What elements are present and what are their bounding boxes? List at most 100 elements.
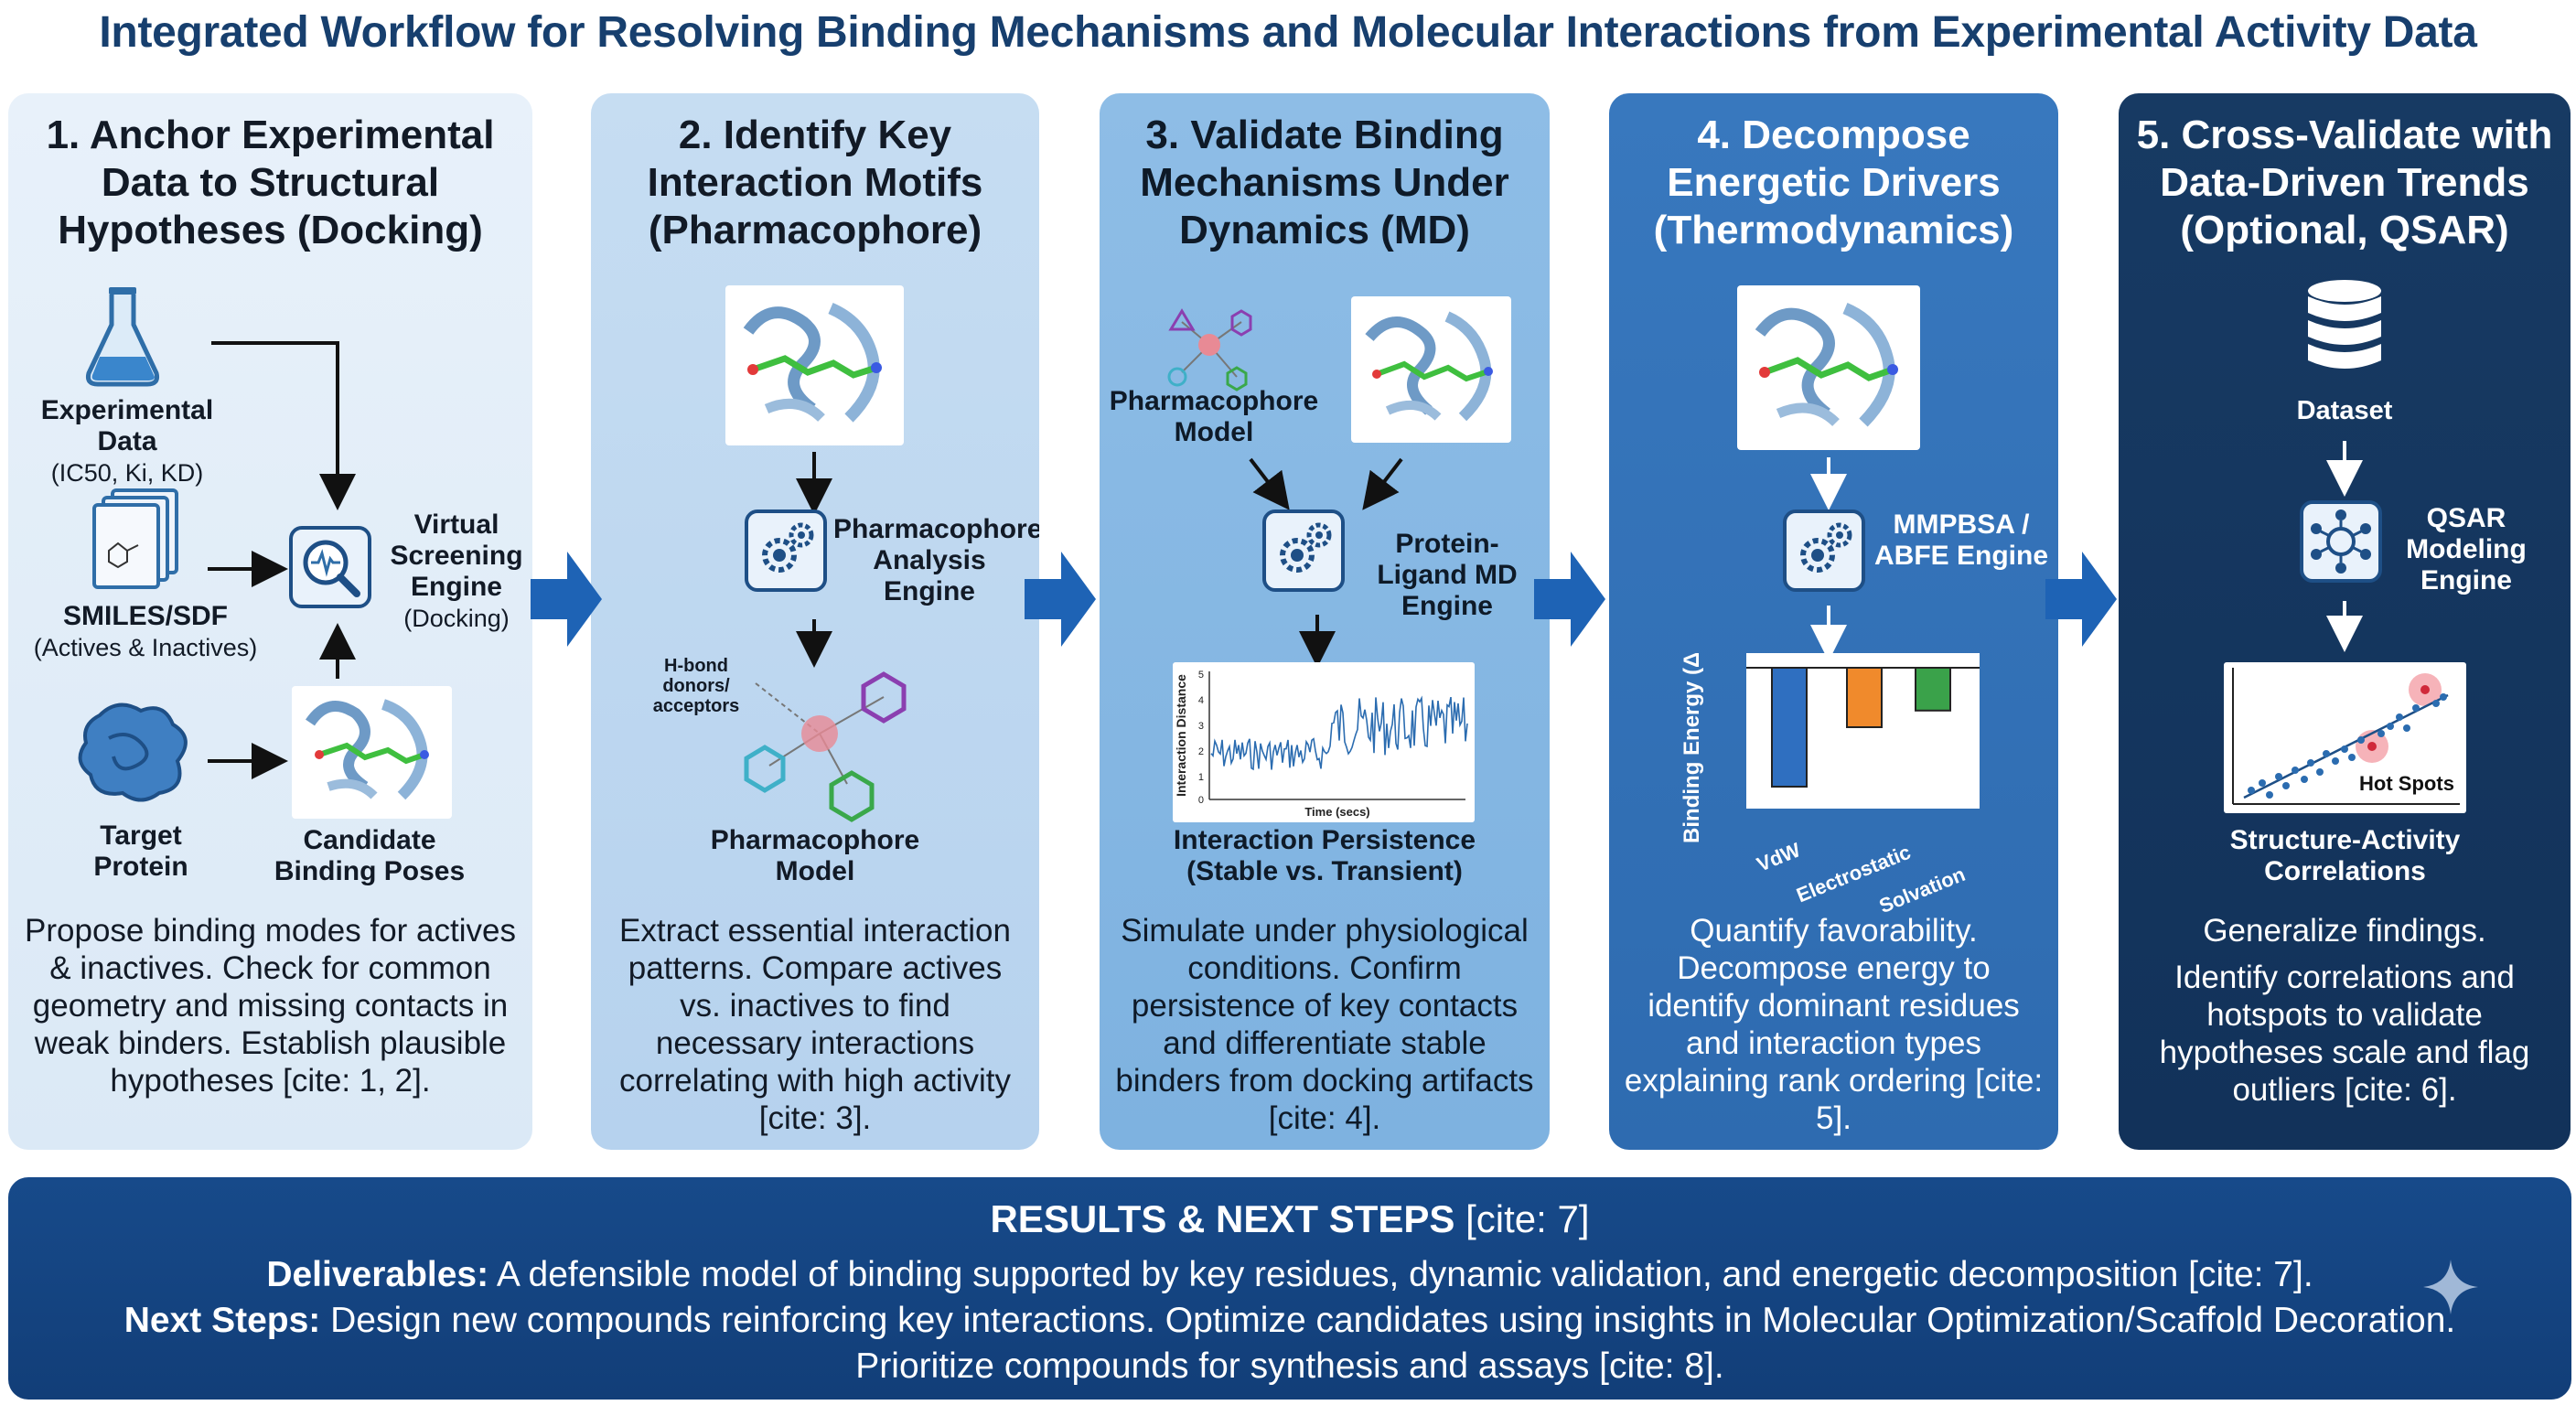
deliverables-line: Deliverables: A defensible model of bind… bbox=[8, 1255, 2571, 1295]
panel-description: Extract essential interaction patterns. … bbox=[619, 913, 1011, 1136]
pharmacophore-model-label: Pharmacophore Model bbox=[1109, 386, 1319, 447]
page-title: Integrated Workflow for Resolving Bindin… bbox=[99, 8, 2477, 57]
panel-description: Simulate under physiological conditions.… bbox=[1115, 913, 1534, 1136]
search-engine-icon bbox=[289, 526, 371, 608]
plot-tick: 5 bbox=[1198, 670, 1204, 681]
flask-icon bbox=[86, 287, 159, 387]
energy-bar-vdw bbox=[1771, 667, 1808, 788]
panel-thermodynamics: 4. Decompose Energetic Drivers (Thermody… bbox=[1609, 93, 2058, 1150]
plot-xlabel: Time (secs) bbox=[1304, 805, 1369, 819]
protein-structure-image bbox=[1351, 296, 1511, 443]
scatter-point bbox=[2292, 767, 2299, 774]
energy-bar-electrostatic bbox=[1846, 667, 1883, 728]
flow-arrow-3 bbox=[1534, 552, 1605, 647]
document-stack-icon bbox=[92, 488, 178, 589]
scatter-point bbox=[2357, 736, 2365, 744]
plot-tick: 0 bbox=[1198, 795, 1204, 806]
results-title: RESULTS & NEXT STEPS [cite: 7] bbox=[8, 1197, 2571, 1241]
md-engine-label: Protein-Ligand MD Engine bbox=[1377, 529, 1518, 621]
database-icon bbox=[2308, 280, 2381, 369]
panel-description: Quantify favorability. Decompose energy … bbox=[1624, 913, 2044, 1136]
panel-title: 2. Identify Key Interaction Motifs (Phar… bbox=[647, 113, 983, 252]
scatter-point bbox=[2387, 723, 2394, 730]
next-steps-line: Next Steps: Design new compounds reinfor… bbox=[8, 1301, 2571, 1341]
results-title-text: RESULTS & NEXT STEPS bbox=[990, 1197, 1455, 1240]
deliverables-text: A defensible model of binding supported … bbox=[496, 1255, 2313, 1294]
protein-structure-image bbox=[1737, 285, 1920, 450]
connector-arrows bbox=[1249, 457, 1403, 668]
scatter-point bbox=[2275, 773, 2282, 780]
protein-structure-image bbox=[725, 285, 904, 445]
scatter-point bbox=[2248, 787, 2255, 794]
scatter-point bbox=[2412, 704, 2420, 712]
sparkle-icon bbox=[2423, 1260, 2478, 1314]
target-protein-label: Target Protein bbox=[93, 820, 188, 882]
smiles-label: SMILES/SDF (Actives & Inactives) bbox=[8, 601, 283, 663]
smiles-text: SMILES/SDF bbox=[62, 601, 228, 631]
correlations-label: Structure-Activity Correlations bbox=[2229, 825, 2461, 886]
pharmacophore-mini-icon bbox=[1167, 308, 1252, 391]
gear-icon bbox=[1262, 509, 1345, 592]
scatter-point bbox=[2332, 757, 2339, 765]
smiles-sub: (Actives & Inactives) bbox=[33, 634, 258, 661]
panel-title: 3. Validate Binding Mechanisms Under Dyn… bbox=[1140, 113, 1509, 252]
panel-md: 3. Validate Binding Mechanisms Under Dyn… bbox=[1100, 93, 1550, 1150]
virtual-screening-label: Virtual Screening Engine (Docking) bbox=[383, 509, 530, 634]
panel-title: 5. Cross-Validate with Data-Driven Trend… bbox=[2136, 113, 2553, 252]
engine-text: Virtual Screening Engine bbox=[390, 509, 523, 602]
next-steps-label: Next Steps: bbox=[123, 1301, 321, 1340]
plot-ylabel: Interaction Distance bbox=[1174, 674, 1188, 797]
plot-tick: 2 bbox=[1198, 746, 1204, 757]
gear-icon bbox=[1783, 509, 1865, 592]
scatter-point bbox=[2301, 776, 2308, 783]
flow-arrow-2 bbox=[1025, 552, 1096, 647]
qsar-engine-label: QSAR Modeling Engine bbox=[2406, 503, 2527, 595]
scatter-point bbox=[2323, 750, 2330, 757]
panel-qsar: 5. Cross-Validate with Data-Driven Trend… bbox=[2119, 93, 2571, 1150]
scatter-point bbox=[2440, 693, 2447, 701]
results-title-cite: [cite: 7] bbox=[1465, 1197, 1590, 1240]
gear-icon bbox=[745, 509, 827, 592]
description-line-2: Identify correlations and hotspots to va… bbox=[2159, 960, 2530, 1108]
energy-bar-solvation bbox=[1915, 667, 1951, 712]
energy-ylabel: Binding Energy (ΔG) bbox=[1680, 653, 1704, 843]
connector-arrows bbox=[1810, 457, 1847, 661]
plot-tick: 3 bbox=[1198, 721, 1204, 732]
next-steps-line-2: Prioritize compounds for synthesis and a… bbox=[855, 1346, 1724, 1386]
panel-description: Generalize findings. Identify correlatio… bbox=[2119, 912, 2571, 1109]
panel-title: 4. Decompose Energetic Drivers (Thermody… bbox=[1653, 113, 2014, 252]
flow-arrow-4 bbox=[2045, 552, 2117, 647]
protein-icon bbox=[78, 702, 188, 802]
results-panel: RESULTS & NEXT STEPS [cite: 7] Deliverab… bbox=[8, 1177, 2571, 1400]
description-line-1: Generalize findings. bbox=[2203, 913, 2486, 949]
scatter-point bbox=[2266, 791, 2273, 799]
pharmacophore-diagram bbox=[744, 671, 907, 822]
scatter-point bbox=[2282, 782, 2290, 789]
deliverables-label: Deliverables: bbox=[266, 1255, 489, 1294]
candidate-poses-label: Candidate Binding Poses bbox=[274, 825, 466, 886]
flow-arrow-1 bbox=[531, 552, 602, 647]
panel-title: 1. Anchor Experimental Data to Structura… bbox=[46, 113, 495, 252]
scatter-plot: Hot Spots bbox=[2224, 662, 2466, 813]
experimental-data-label: Experimental Data (IC50, Ki, KD) bbox=[8, 395, 246, 488]
energy-category-label: VdW bbox=[1754, 838, 1804, 876]
pharmacophore-model-label: Pharmacophore Model bbox=[710, 825, 920, 886]
connector-arrows bbox=[208, 341, 356, 779]
hbond-label: H-bond donors/ acceptors bbox=[652, 656, 740, 716]
interaction-distance-plot: Interaction Distance Time (secs) 5 4 3 2… bbox=[1173, 662, 1475, 822]
scatter-point bbox=[2432, 700, 2440, 707]
scatter-point bbox=[2377, 730, 2385, 737]
pharmacophore-engine-label: Pharmacophore Analysis Engine bbox=[833, 514, 1039, 606]
engine-sub: (Docking) bbox=[403, 605, 510, 632]
experimental-data-sub: (IC50, Ki, KD) bbox=[50, 459, 204, 487]
experimental-data-text: Experimental Data bbox=[40, 395, 214, 456]
mmpbsa-engine-label: MMPBSA / ABFE Engine bbox=[1874, 509, 2049, 571]
panel-pharmacophore: 2. Identify Key Interaction Motifs (Phar… bbox=[591, 93, 1039, 1150]
binding-pose-image bbox=[292, 686, 452, 819]
scatter-point bbox=[2348, 754, 2356, 761]
network-icon bbox=[2300, 500, 2382, 583]
scatter-point bbox=[2307, 759, 2314, 767]
scatter-point bbox=[2316, 768, 2324, 776]
connector-arrows bbox=[796, 452, 832, 668]
